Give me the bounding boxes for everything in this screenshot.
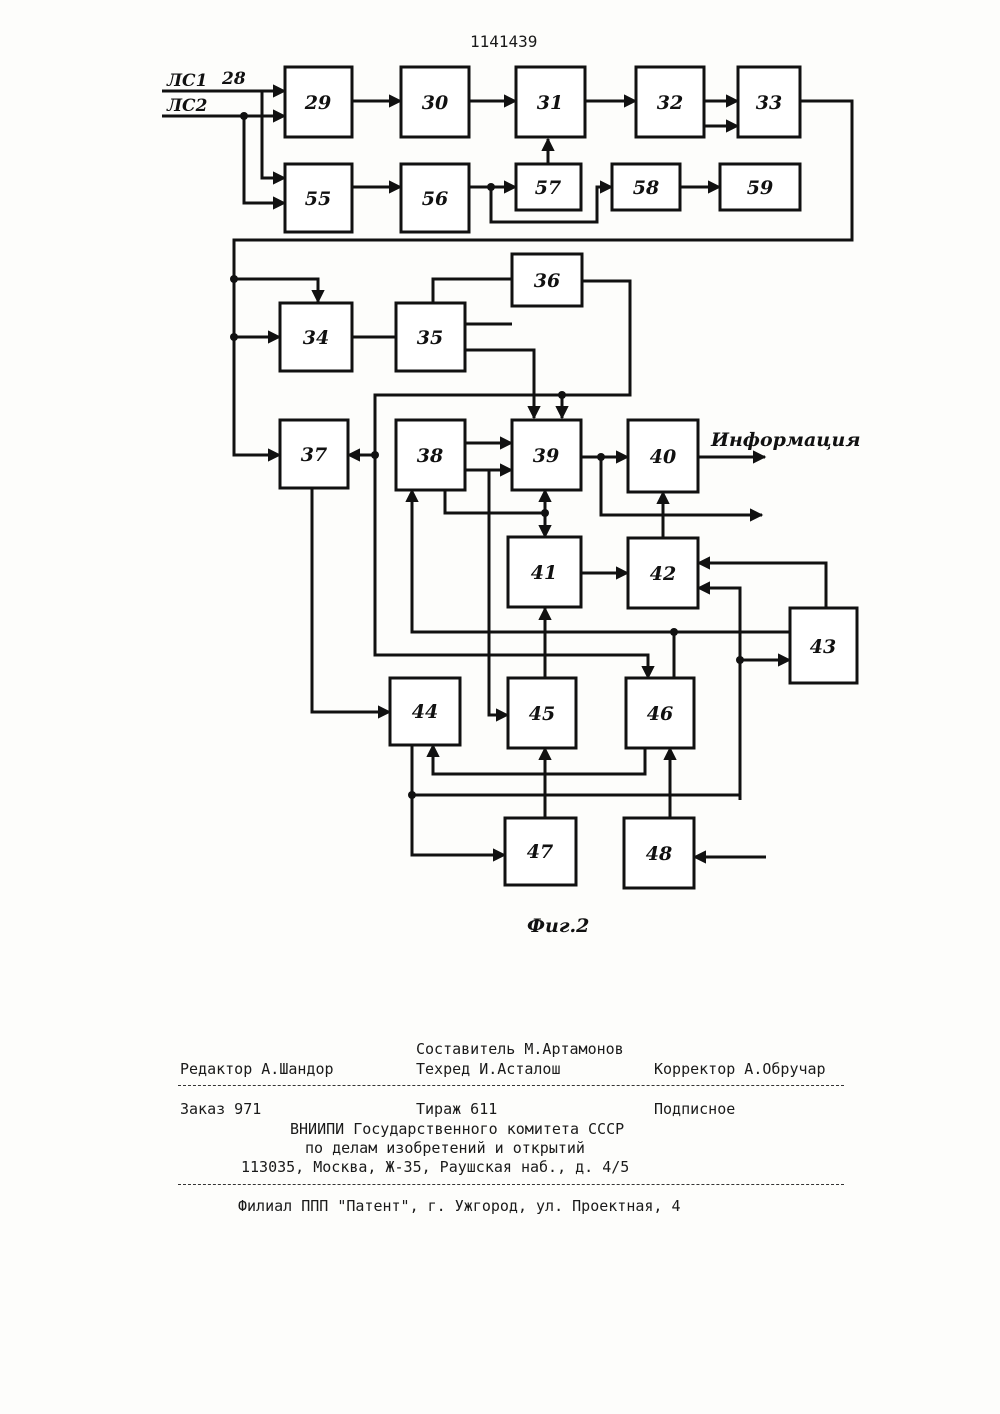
label-45: 45 [529,703,555,725]
label-39: 39 [533,445,559,467]
label-32: 32 [657,92,683,114]
org-line-1: ВНИИПИ Государственного комитета СССР [290,1120,624,1138]
label-40: 40 [650,446,676,468]
label-58: 58 [633,177,659,199]
divider-top [178,1085,844,1086]
input-ls1: ЛС1 [166,71,207,91]
label-36: 36 [534,270,560,292]
label-31: 31 [537,92,563,114]
editor: Редактор А.Шандор [180,1060,334,1078]
label-44: 44 [412,701,438,723]
input-ls2: ЛС2 [166,96,208,116]
org-line-2: по делам изобретений и открытий [305,1139,585,1157]
address: 113035, Москва, Ж-35, Раушская наб., д. … [241,1158,629,1176]
label-43: 43 [810,636,836,658]
corrector: Корректор А.Обручар [654,1060,826,1078]
subscription: Подписное [654,1100,735,1118]
divider-bottom [178,1184,844,1185]
label-33: 33 [756,92,782,114]
label-37: 37 [301,444,327,466]
order: Заказ 971 [180,1100,261,1118]
output-label: Информация [710,429,860,451]
figure-caption: Фиг.2 [527,915,589,937]
label-41: 41 [531,562,557,584]
compiler: Составитель М.Артамонов [416,1040,624,1058]
label-55: 55 [305,188,331,210]
label-38: 38 [417,445,443,467]
block-diagram: 29 30 31 32 33 55 56 57 58 59 36 34 35 3… [0,0,1000,960]
label-42: 42 [650,563,676,585]
label-30: 30 [422,92,448,114]
input-node-28: 28 [221,69,246,89]
label-47: 47 [527,841,553,863]
label-56: 56 [422,188,448,210]
label-35: 35 [417,327,443,349]
label-59: 59 [747,177,773,199]
label-48: 48 [646,843,672,865]
techred: Техред И.Асталош [416,1060,561,1078]
label-34: 34 [303,327,329,349]
label-57: 57 [535,177,561,199]
branch: Филиал ППП "Патент", г. Ужгород, ул. Про… [238,1197,681,1215]
label-46: 46 [647,703,673,725]
circulation: Тираж 611 [416,1100,497,1118]
label-29: 29 [304,92,331,114]
